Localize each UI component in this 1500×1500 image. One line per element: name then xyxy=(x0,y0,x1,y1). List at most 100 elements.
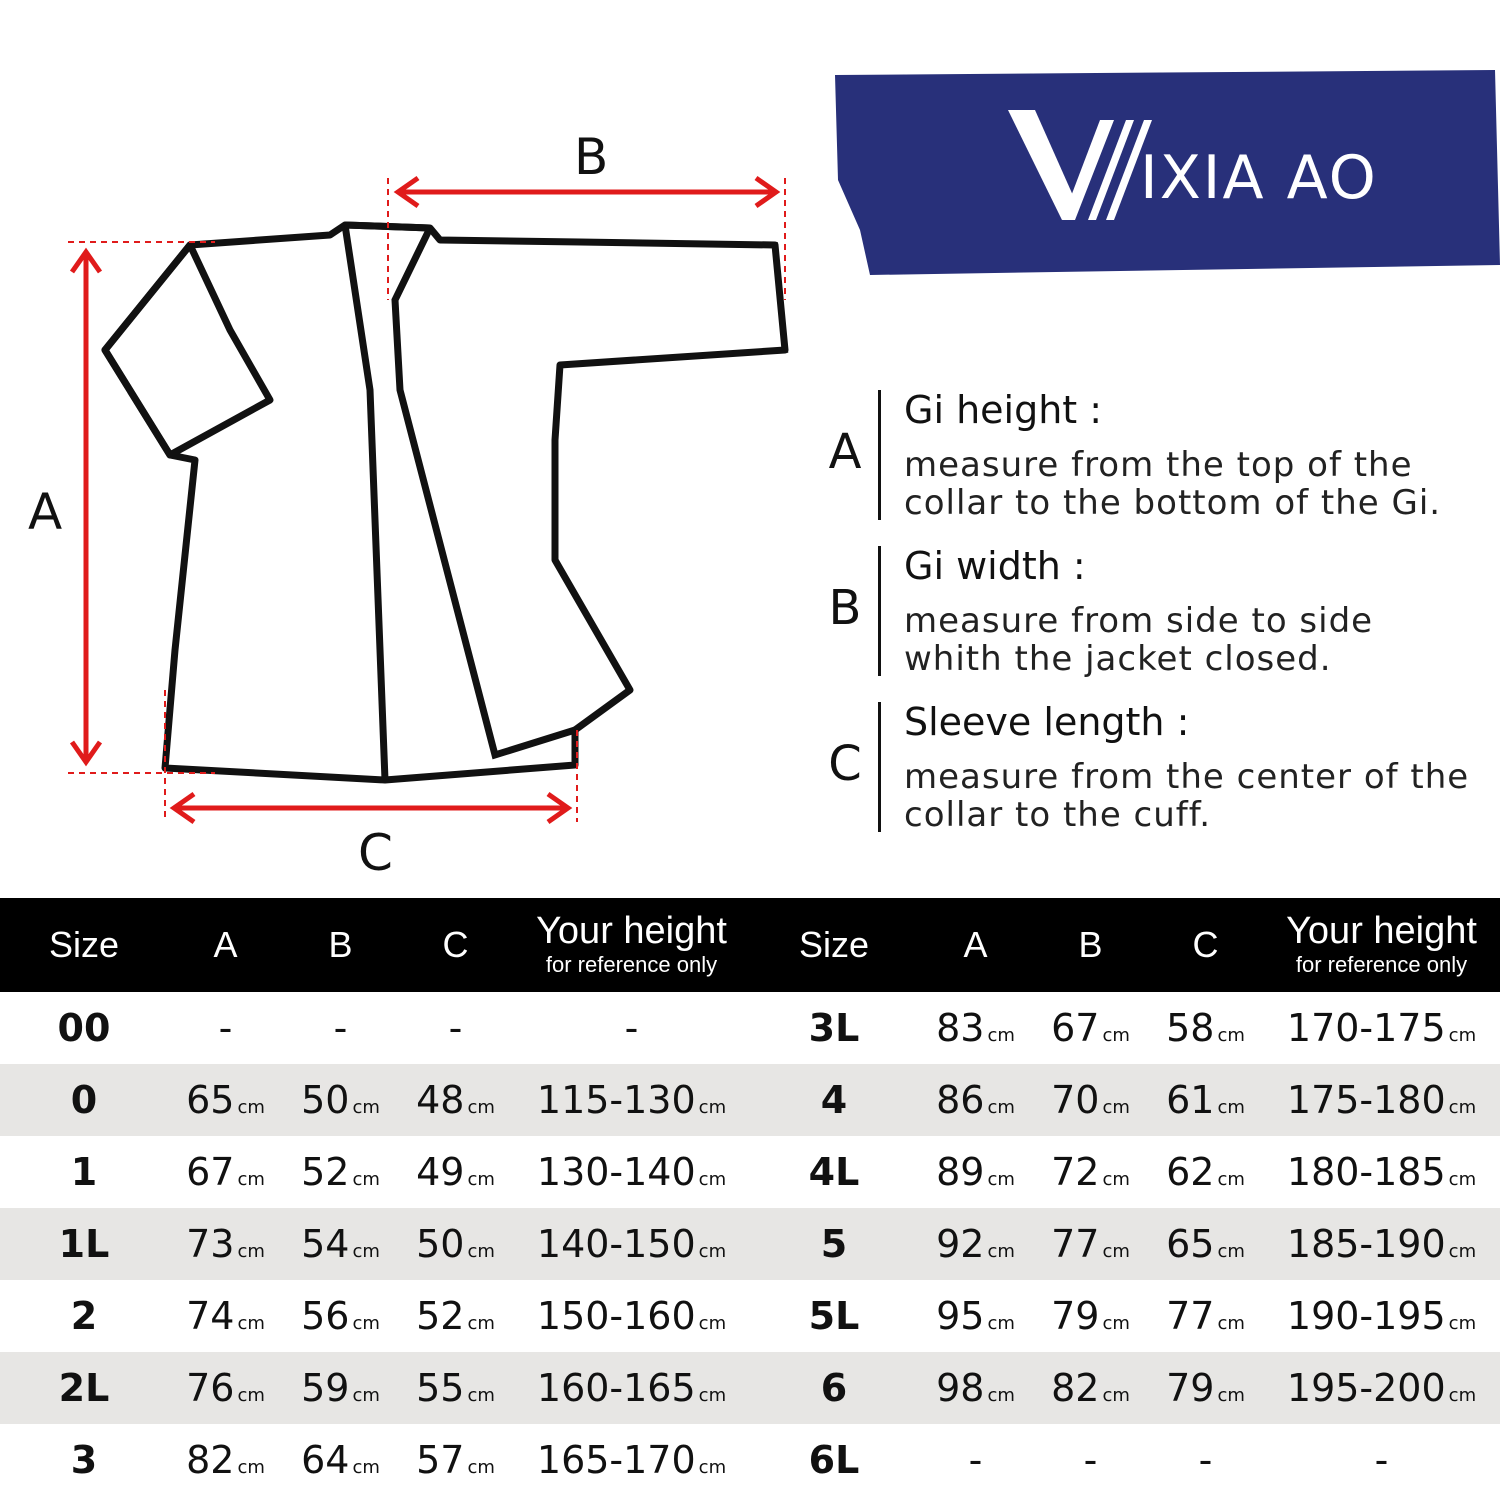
legend-desc-line: whith the jacket closed. xyxy=(904,639,1332,679)
b-cell-value: 72 xyxy=(1051,1150,1100,1194)
a-cell-value: 65 xyxy=(186,1078,235,1122)
unit-label: cm xyxy=(698,1313,727,1334)
gi-diagram: A B C xyxy=(0,0,800,900)
a-cell-value: 82 xyxy=(186,1438,235,1482)
header-a: A xyxy=(168,898,283,992)
size-cell: 00 xyxy=(0,992,168,1064)
b-cell-value: 56 xyxy=(301,1294,350,1338)
height-cell-value: 150-160 xyxy=(536,1294,696,1338)
b-cell-value: 82 xyxy=(1051,1366,1100,1410)
unit-label: cm xyxy=(1217,1097,1245,1118)
unit-label: cm xyxy=(987,1313,1015,1334)
size-cell: 1L xyxy=(0,1208,168,1280)
a-cell-value: - xyxy=(218,1006,233,1050)
size-cell: 6L xyxy=(750,1424,918,1496)
header-height-note: for reference only xyxy=(1295,952,1468,977)
b-cell-value: 70 xyxy=(1051,1078,1100,1122)
b-cell: - xyxy=(283,992,398,1064)
header-c: C xyxy=(398,898,513,992)
unit-label: cm xyxy=(698,1241,727,1262)
legend-description: measure from side to side whith the jack… xyxy=(904,602,1373,678)
legend-letter: B xyxy=(828,580,862,636)
height-cell-value: 130-140 xyxy=(536,1150,696,1194)
height-cell-value: 195-200 xyxy=(1286,1366,1446,1410)
c-cell-value: 50 xyxy=(416,1222,465,1266)
unit-label: cm xyxy=(1217,1313,1245,1334)
c-cell-value: 55 xyxy=(416,1366,465,1410)
unit-label: cm xyxy=(987,1097,1015,1118)
size-cell-value: 2 xyxy=(70,1294,98,1338)
a-cell: - xyxy=(168,992,283,1064)
unit-label: cm xyxy=(237,1169,265,1190)
size-cell: 2L xyxy=(0,1352,168,1424)
unit-label: cm xyxy=(1217,1025,1245,1046)
brand-logo xyxy=(830,60,1500,310)
a-cell-value: 83 xyxy=(936,1006,985,1050)
unit-label: cm xyxy=(352,1313,380,1334)
brand-name: IXIA AO xyxy=(1140,143,1378,213)
a-cell-value: 89 xyxy=(936,1150,985,1194)
size-cell-value: 4L xyxy=(808,1150,860,1194)
unit-label: cm xyxy=(1102,1169,1130,1190)
size-chart-table: Size A B C Your height for reference onl… xyxy=(0,898,1500,1496)
unit-label: cm xyxy=(352,1169,380,1190)
height-cell: - xyxy=(1263,1424,1500,1496)
legend-divider xyxy=(878,702,881,832)
a-cell-value: 73 xyxy=(186,1222,235,1266)
unit-label: cm xyxy=(1102,1313,1130,1334)
gi-jacket-illustration xyxy=(68,175,789,825)
header-height: Your height for reference only xyxy=(1263,898,1500,992)
size-cell-value: 1L xyxy=(58,1222,110,1266)
dimension-c-arrow xyxy=(169,791,573,825)
unit-label: cm xyxy=(237,1385,265,1406)
unit-label: cm xyxy=(1217,1385,1245,1406)
legend-desc-line: measure from the center of the xyxy=(904,757,1470,797)
size-cell: 1 xyxy=(0,1136,168,1208)
dimension-b-label: B xyxy=(574,128,609,186)
unit-label: cm xyxy=(1448,1241,1477,1262)
header-height-label: Your height xyxy=(536,910,727,952)
c-cell-value: 62 xyxy=(1166,1150,1215,1194)
height-cell-value: 115-130 xyxy=(536,1078,696,1122)
unit-label: cm xyxy=(237,1241,265,1262)
b-cell-value: 79 xyxy=(1051,1294,1100,1338)
height-cell-value: 175-180 xyxy=(1286,1078,1446,1122)
size-cell-value: 0 xyxy=(70,1078,98,1122)
legend-desc-line: measure from side to side xyxy=(904,601,1374,641)
size-cell: 4 xyxy=(750,1064,918,1136)
dimension-b-arrow xyxy=(393,175,781,209)
legend-letter: C xyxy=(828,736,862,792)
a-cell-value: 86 xyxy=(936,1078,985,1122)
height-cell-value: 160-165 xyxy=(536,1366,696,1410)
unit-label: cm xyxy=(352,1457,380,1478)
a-cell-value: 95 xyxy=(936,1294,985,1338)
unit-label: cm xyxy=(1448,1169,1477,1190)
c-cell-value: 79 xyxy=(1166,1366,1215,1410)
unit-label: cm xyxy=(1448,1313,1477,1334)
